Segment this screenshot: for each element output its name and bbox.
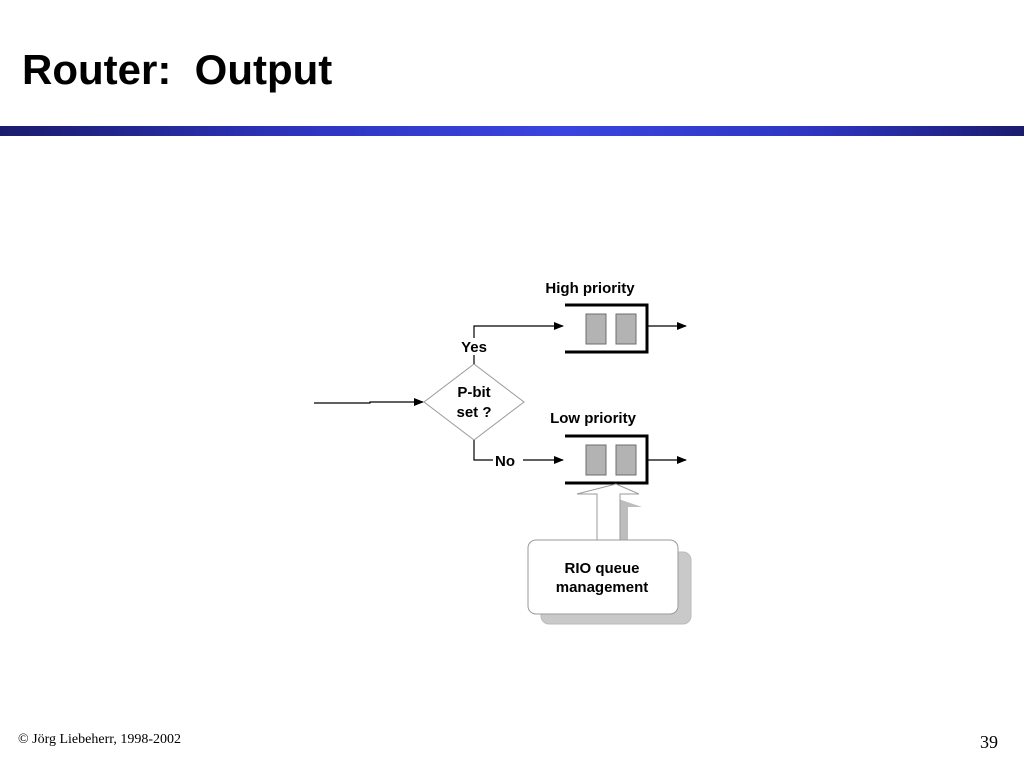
low-queue-packet-1 [585, 444, 607, 476]
yes-branch-arrow [473, 322, 564, 338]
slide-title: Router: Output [22, 46, 333, 93]
rio-label-line2: management [556, 579, 649, 596]
decision-diamond [423, 363, 525, 441]
low-priority-label: Low priority [550, 410, 636, 427]
yes-label: Yes [461, 339, 487, 356]
title-rule [0, 126, 1024, 136]
no-label: No [495, 453, 515, 470]
high-queue-packet-1 [585, 313, 607, 345]
rio-label-line1: RIO queue [564, 560, 639, 577]
footer-copyright: © Jörg Liebeherr, 1998-2002 [18, 732, 182, 747]
no-branch-line [473, 440, 493, 461]
low-priority-queue [565, 434, 649, 485]
high-priority-queue [565, 303, 649, 354]
management-up-arrow [576, 483, 642, 552]
page-number: 39 [980, 732, 998, 752]
low-queue-packet-2 [615, 444, 637, 476]
high-queue-packet-2 [615, 313, 637, 345]
input-arrow [314, 398, 424, 406]
rio-management-box: RIO queue management [527, 539, 692, 625]
high-priority-label: High priority [545, 280, 635, 297]
decision-label-line1: P-bit [457, 384, 490, 401]
decision-label-line2: set ? [456, 404, 491, 421]
